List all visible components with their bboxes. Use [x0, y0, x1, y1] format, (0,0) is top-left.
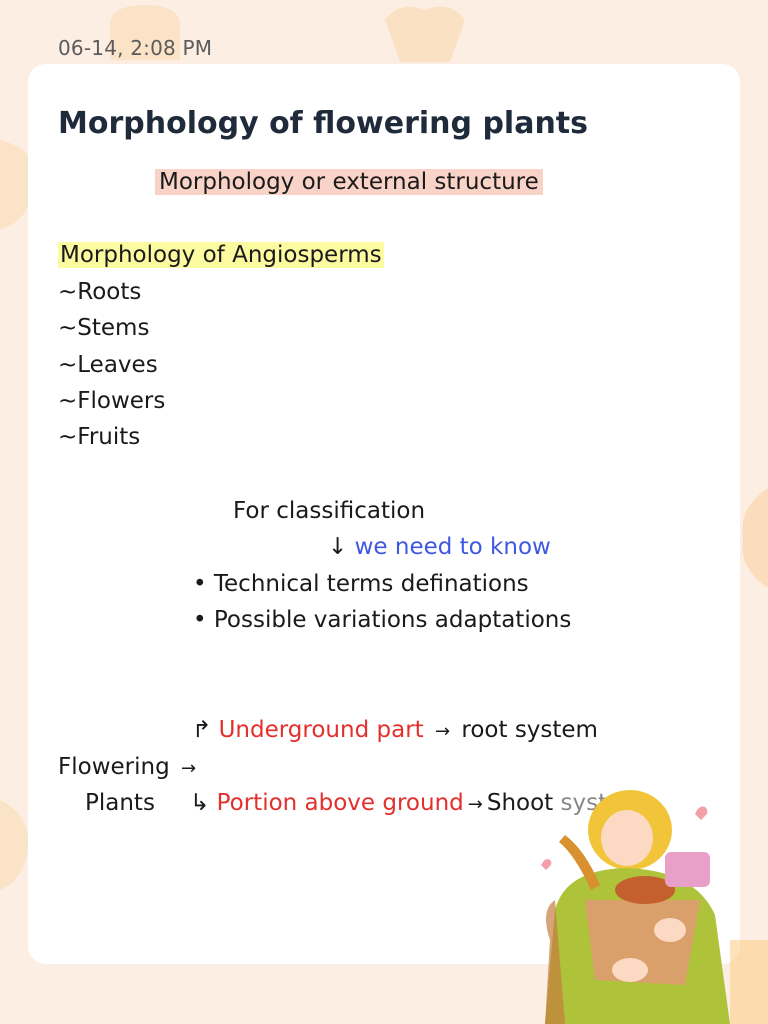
underground-branch: ↱ Underground part → root system: [192, 714, 598, 748]
list-item-flowers: ~Flowers: [58, 388, 166, 414]
bullet-variations: • Possible variations adaptations: [193, 607, 572, 633]
above-ground-text: Portion above ground: [216, 790, 464, 816]
classification-label: For classification: [233, 498, 426, 524]
list-item-leaves: ~Leaves: [58, 352, 158, 378]
list-item-roots: ~Roots: [58, 279, 142, 305]
bullet-technical-terms: • Technical terms definations: [193, 571, 529, 597]
bread-sketch-icon: [742, 488, 768, 588]
shoot-text: Shoot: [486, 790, 554, 816]
list-item-stems: ~Stems: [58, 315, 150, 341]
down-arrow-icon: ↓: [328, 534, 348, 560]
flowering-label: Flowering →: [58, 751, 200, 785]
need-to-know-text: we need to know: [354, 534, 551, 560]
list-item-fruits: ~Fruits: [58, 424, 141, 450]
section-heading-highlight: Morphology of Angiosperms: [58, 242, 384, 268]
bread-sketch-icon: [110, 5, 180, 60]
root-system-text: root system: [461, 717, 598, 743]
right-arrow-icon: →: [181, 758, 197, 779]
shopper-illustration-icon: [541, 790, 768, 1024]
underground-part-text: Underground part: [218, 717, 424, 743]
subtitle: Morphology or external structure: [155, 166, 543, 198]
croissant-sketch-icon: [385, 6, 465, 62]
right-arrow-icon: →: [434, 721, 451, 742]
need-to-know-line: ↓ we need to know: [328, 531, 551, 563]
note-timestamp: 06-14, 2:08 PM: [58, 36, 213, 60]
right-arrow-icon: →: [467, 794, 483, 815]
note-title: Morphology of flowering plants: [58, 106, 588, 141]
section-heading: Morphology of Angiosperms: [58, 239, 384, 271]
bread-sketch-icon: [0, 800, 29, 890]
subtitle-highlight: Morphology or external structure: [155, 169, 543, 195]
flowering-text: Flowering: [58, 754, 170, 780]
branch-down-arrow-icon: ↳: [190, 790, 210, 816]
branch-up-arrow-icon: ↱: [192, 717, 212, 743]
plants-label: Plants: [85, 790, 155, 816]
bread-sketch-icon: [0, 140, 36, 230]
